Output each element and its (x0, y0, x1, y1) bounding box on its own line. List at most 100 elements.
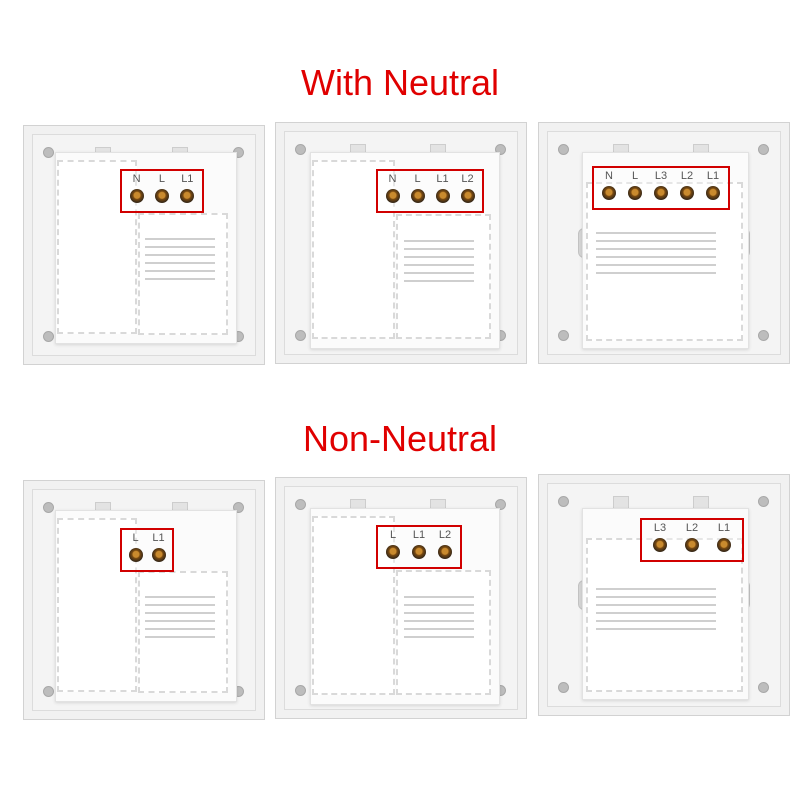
mounting-hole (43, 502, 54, 513)
printed-spec-line (404, 619, 474, 622)
printed-spec-line (596, 588, 716, 590)
printed-spec-line (596, 240, 716, 242)
terminal: N (382, 173, 404, 203)
mounting-hole (295, 144, 306, 155)
terminal: L (624, 170, 646, 200)
terminal-screw-icon (460, 189, 475, 203)
terminal-label: N (388, 173, 397, 185)
printed-spec-line (145, 253, 215, 256)
relay-module-left (312, 160, 395, 339)
printed-spec-line (145, 237, 215, 240)
terminal-label: L1 (717, 522, 731, 534)
printed-spec-line (596, 620, 716, 622)
relay-module-left (57, 160, 137, 334)
terminal: L (151, 173, 173, 203)
terminal-label: L2 (461, 173, 474, 185)
terminal-label: N (605, 170, 613, 182)
printed-spec-line (404, 255, 474, 258)
printed-spec-line (596, 232, 716, 234)
printed-spec-line (404, 239, 474, 242)
printed-spec-line (596, 256, 716, 258)
terminal-label: L2 (680, 170, 694, 182)
printed-spec-line (145, 269, 215, 272)
mounting-hole (43, 686, 54, 697)
mounting-hole (758, 682, 769, 693)
terminal-screw-icon (628, 186, 642, 200)
printed-spec-line (145, 611, 215, 614)
terminal-label: L (389, 529, 397, 541)
mounting-hole (43, 147, 54, 158)
printed-spec-line (145, 603, 215, 606)
terminal: L1 (713, 522, 735, 552)
terminal-screw-icon (717, 538, 731, 552)
printed-spec-line (404, 271, 474, 274)
terminal: L1 (148, 532, 170, 562)
mounting-hole (558, 496, 569, 507)
terminal-label: L3 (654, 170, 668, 182)
terminal: N (126, 173, 148, 203)
relay-module-right (396, 570, 491, 696)
terminal: L1 (432, 173, 454, 203)
mounting-hole (758, 330, 769, 341)
terminal-label: L3 (653, 522, 667, 534)
printed-spec-line (404, 247, 474, 250)
mounting-hole (295, 330, 306, 341)
printed-spec-line (596, 596, 716, 598)
printed-spec-line (596, 264, 716, 266)
terminal-screw-icon (154, 189, 169, 203)
terminal-highlight-box: L3 L2 L1 (640, 518, 744, 562)
section-title-with-neutral: With Neutral (300, 62, 500, 103)
mounting-hole (495, 144, 506, 155)
mounting-hole (295, 499, 306, 510)
mounting-hole (558, 682, 569, 693)
terminal-screw-icon (685, 538, 699, 552)
terminal-label: L (158, 173, 166, 185)
printed-spec-line (145, 627, 215, 630)
printed-spec-line (145, 635, 215, 638)
terminal-label: L1 (152, 532, 165, 544)
terminal: L (382, 529, 404, 559)
printed-spec-line (596, 272, 716, 274)
terminal-label: L1 (412, 529, 426, 541)
printed-spec-line (145, 619, 215, 622)
printed-spec-line (596, 612, 716, 614)
mounting-hole (758, 496, 769, 507)
terminal-screw-icon (706, 186, 720, 200)
terminal-screw-icon (438, 545, 452, 559)
relay-module-left (57, 518, 137, 692)
printed-spec-line (404, 603, 474, 606)
terminal-label: L (414, 173, 421, 185)
printed-spec-line (145, 245, 215, 248)
terminal-label: L1 (706, 170, 720, 182)
terminal: L3 (649, 522, 671, 552)
terminal-screw-icon (180, 189, 195, 203)
mounting-hole (43, 331, 54, 342)
printed-spec-line (404, 595, 474, 598)
terminal-screw-icon (602, 186, 616, 200)
mounting-hole (558, 330, 569, 341)
terminal-screw-icon (129, 189, 144, 203)
terminal: L1 (176, 173, 198, 203)
printed-spec-line (145, 277, 215, 280)
mounting-hole (295, 685, 306, 696)
mounting-hole (495, 499, 506, 510)
terminal-screw-icon (654, 186, 668, 200)
terminal: L2 (676, 170, 698, 200)
printed-spec-line (145, 261, 215, 264)
relay-module-left (312, 516, 395, 695)
mounting-hole (558, 144, 569, 155)
printed-spec-line (596, 628, 716, 630)
terminal-label: L1 (436, 173, 449, 185)
terminal: L2 (681, 522, 703, 552)
printed-spec-line (145, 595, 215, 598)
printed-spec-line (404, 627, 474, 630)
relay-module-right (396, 214, 491, 340)
terminal: N (598, 170, 620, 200)
terminal-label: L1 (181, 173, 194, 185)
terminal-screw-icon (386, 545, 400, 559)
printed-spec-line (404, 263, 474, 266)
terminal: L1 (408, 529, 430, 559)
